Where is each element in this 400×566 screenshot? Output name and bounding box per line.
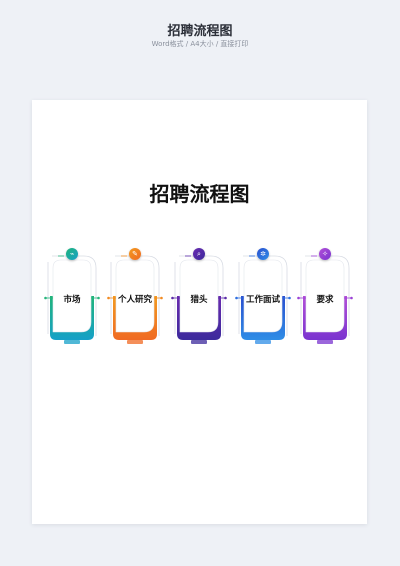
step-label: 猎头 (190, 295, 208, 305)
step-frame (235, 255, 291, 344)
step-label: 要求 (316, 295, 334, 305)
gear-icon: ✲ (257, 248, 269, 260)
step-card: ⌕ 猎头 (171, 248, 227, 348)
header-title: 招聘流程图 (167, 24, 233, 39)
step-label: 工作面试 (245, 295, 280, 305)
research-icon: ✎ (129, 248, 141, 260)
step-label: 市场 (63, 295, 81, 305)
search-icon: ⌕ (193, 248, 205, 260)
step-frame (107, 255, 163, 344)
requirement-icon: ✧ (319, 248, 331, 260)
chart-icon: ⌁ (66, 248, 78, 260)
step-label: 个人研究 (117, 295, 152, 305)
header-subtitle: Word格式 / A4大小 / 直接打印 (151, 40, 249, 48)
document-title: 招聘流程图 (149, 182, 250, 206)
step-frame (44, 255, 100, 344)
document-page: 招聘流程图 ⌁ 市场 ✎ 个人研究 ⌕ 猎头 ✲ 工作面试 ✧ 要求 (32, 100, 367, 524)
step-frame (297, 255, 353, 344)
step-card: ✧ 要求 (297, 248, 353, 348)
step-card: ✎ 个人研究 (107, 248, 163, 348)
step-card: ⌁ 市场 (44, 248, 100, 348)
step-frame (171, 255, 227, 344)
step-card: ✲ 工作面试 (235, 248, 291, 348)
